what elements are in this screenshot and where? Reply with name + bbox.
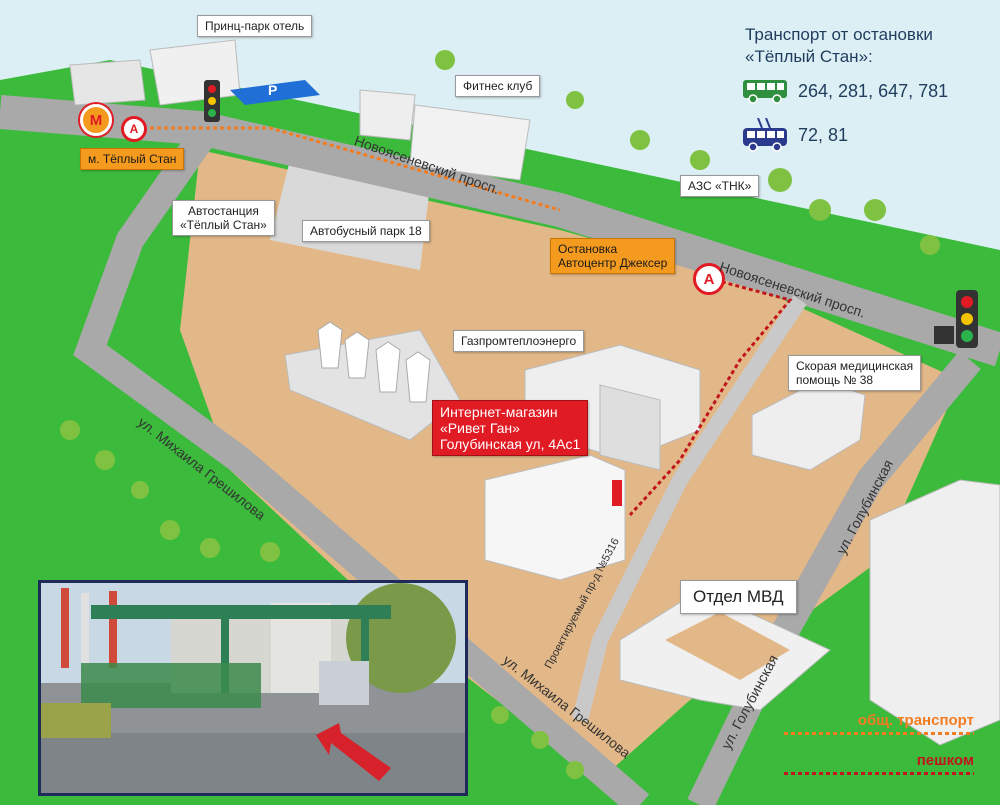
stop-letter-metro: А	[129, 122, 139, 136]
entrance-photo	[38, 580, 468, 796]
bus-routes-row: 264, 281, 647, 781	[742, 78, 948, 104]
traffic-light-left	[204, 80, 220, 122]
bus-stop-marker-jekser[interactable]: А	[693, 263, 725, 295]
trees	[60, 50, 940, 779]
label-hotel: Принц-парк отель	[197, 15, 313, 37]
label-gazprom: Газпромтеплоэнерго	[453, 330, 585, 352]
walking-route	[628, 278, 793, 517]
trolleybus-icon	[743, 118, 787, 152]
entrance-photo-scene	[41, 583, 465, 793]
label-bus-station: Автостанция «Тёплый Стан»	[172, 200, 275, 236]
bus-icon	[743, 80, 787, 104]
road-proezd	[572, 295, 807, 722]
parking-sign	[230, 80, 320, 105]
building-fitness	[359, 89, 531, 181]
legend-public-transport-text: общ. транспорт	[857, 712, 974, 729]
label-shop[interactable]: Интернет-магазин «Ривет Ган» Голубинская…	[432, 400, 589, 456]
legend-public-transport-line	[784, 732, 974, 735]
transport-route	[150, 126, 561, 212]
road-greshilova	[73, 131, 650, 805]
label-bus-stop: Остановка Автоцентр Джексер	[550, 238, 676, 274]
legend-walking-line	[784, 772, 974, 775]
trolley-routes-row: 72, 81	[742, 118, 848, 152]
legend-public-transport: общ. транспорт	[784, 712, 974, 735]
label-ambulance: Скорая медицинская помощь № 38	[788, 355, 922, 391]
label-police: Отдел МВД	[680, 580, 797, 614]
road-golubinskaya	[687, 351, 981, 805]
label-fitness: Фитнес клуб	[455, 75, 541, 97]
bus-routes: 264, 281, 647, 781	[798, 80, 949, 101]
label-metro: м. Тёплый Стан	[80, 148, 185, 170]
metro-marker[interactable]: М	[80, 104, 112, 136]
building-shop	[484, 454, 626, 581]
transport-panel-title: Транспорт от остановки «Тёплый Стан»:	[745, 25, 933, 66]
label-gas-station: АЗС «ТНК»	[680, 175, 760, 197]
metro-letter: М	[89, 111, 103, 129]
building-power-plant	[284, 321, 461, 441]
building-right-block	[869, 479, 1000, 746]
parking-letter: P	[268, 82, 278, 98]
traffic-light-right	[934, 290, 978, 348]
bus-stop-marker-metro[interactable]: А	[121, 116, 147, 142]
stop-letter-jekser: А	[703, 270, 715, 288]
trolley-routes: 72, 81	[798, 124, 849, 145]
legend-walking: пешком	[784, 752, 974, 775]
label-bus-park: Автобусный парк 18	[302, 220, 430, 242]
legend-walking-text: пешком	[916, 752, 974, 769]
